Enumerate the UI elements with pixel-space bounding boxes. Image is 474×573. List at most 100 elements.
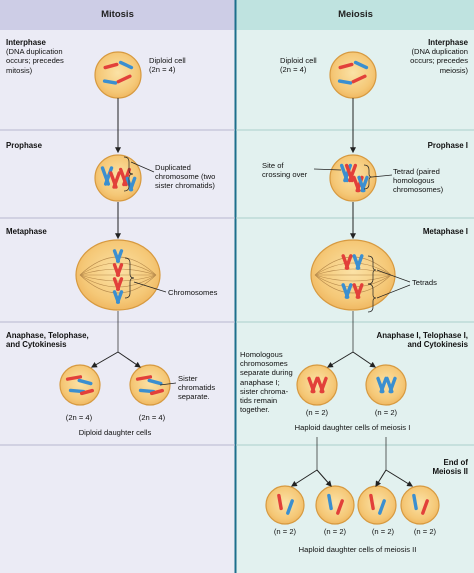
bracket-icon [123, 156, 134, 192]
chromosome-icon [77, 378, 93, 386]
chromosome-icon [379, 376, 388, 394]
cell-icon [59, 364, 101, 406]
chromosome-icon [103, 62, 119, 70]
chromosomes-label: Chromosomes [168, 288, 217, 297]
meiosis-ii-ploidy-1: (n = 2) [273, 527, 297, 536]
chromosome-icon [353, 60, 369, 70]
chromosome-icon [421, 499, 429, 515]
mitosis-ploidy-left: (2n = 4) [65, 413, 93, 422]
label-line: chromosome (two [155, 172, 216, 182]
label-line: tids remain [240, 396, 278, 406]
cell-icon [129, 364, 171, 406]
meiosis-interphase-label: Interphase (DNA duplication occurs; prec… [360, 38, 468, 75]
label-line: homologous [393, 176, 435, 186]
chromosome-icon [327, 493, 333, 511]
arrow-to-meiosis-i-daughter-1 [326, 351, 354, 368]
chromosome-icon [355, 283, 364, 299]
label-line: Sister [178, 374, 198, 383]
chromosome-icon [112, 171, 121, 189]
bracket-icon [367, 255, 377, 285]
chromosome-icon [336, 499, 344, 515]
label-line: crossing over [262, 170, 308, 180]
arrow-to-meiosis-ii-2 [316, 469, 332, 487]
cell-icon [357, 485, 397, 525]
mitosis-daughter-cell-1 [59, 364, 101, 406]
stage-note: (DNA duplication [6, 47, 63, 57]
chromosome-icon [128, 176, 137, 192]
stage-title: Anaphase, Telophase, [6, 331, 89, 340]
mitosis-header-bar [0, 0, 235, 30]
chromosome-icon [344, 283, 353, 299]
chromosome-icon [355, 254, 364, 270]
meiosis-ii-daughter-cell-2 [315, 485, 355, 525]
chromosome-icon [116, 277, 124, 291]
meiosis-i-ploidy-left: (n = 2) [305, 408, 329, 417]
spindle-fiber-icon [79, 274, 157, 294]
mitosis-prophase-cell [94, 154, 142, 202]
chromosome-icon [103, 166, 114, 186]
chromosome-icon [135, 375, 153, 381]
sister-chromatids-leader [159, 382, 177, 386]
label-line: separate during [240, 368, 293, 378]
chromosome-icon [65, 375, 83, 381]
meiosis-prophase-label: Prophase I [380, 141, 468, 150]
meiosis-anaphase-label: Anaphase I, Telophase I, and Cytokinesis [340, 331, 469, 350]
chromosome-icon [68, 388, 86, 394]
label-line: separate. [178, 392, 210, 402]
cell-label-line: Diploid cell [149, 56, 186, 65]
meiosis-i-daughter-cell-2 [365, 364, 407, 406]
mitosis-anaphase-label: Anaphase, Telophase, and Cytokinesis [6, 331, 89, 349]
stage-title: Interphase [428, 38, 468, 47]
chromosome-icon [388, 376, 397, 394]
chromosome-icon [79, 388, 95, 396]
meiosis-metaphase-label: Metaphase I [380, 227, 468, 236]
tetrads-leader [376, 269, 411, 283]
mitosis-prophase-label: Prophase [6, 141, 42, 150]
label-line: sister chromatids) [155, 181, 215, 191]
meiosis-i-daughter-cell-1 [296, 364, 338, 406]
mitosis-metaphase-cell [75, 239, 161, 311]
stage-title: End of [443, 458, 468, 467]
chromosome-icon [337, 79, 353, 85]
stage-title: and Cytokinesis [407, 340, 468, 350]
spindle-fiber-icon [314, 274, 392, 294]
stage-note: meiosis) [439, 65, 468, 75]
spindle-fiber-icon [314, 262, 392, 276]
chromosome-icon [378, 499, 386, 515]
chromosome-icon [351, 74, 367, 84]
label-line: Homologous [240, 350, 283, 359]
diploid-daughter-caption: Diploid daughter cells [78, 428, 152, 437]
chromosome-icon [319, 376, 328, 394]
cell-icon [365, 364, 407, 406]
meiosis-ii-ploidy-4: (n = 2) [413, 527, 437, 536]
stage-title: Interphase [6, 38, 46, 47]
bracket-icon [124, 257, 135, 299]
mitosis-daughter-cell-2 [129, 364, 171, 406]
spindle-fiber-icon [314, 274, 392, 288]
stage-title: Metaphase [6, 227, 47, 236]
arrow-to-meiosis-ii-1 [290, 469, 318, 487]
stage-title: Metaphase I [422, 227, 468, 236]
label-line: Duplicated [155, 163, 191, 172]
cell-icon [315, 485, 355, 525]
chromosome-icon [116, 249, 124, 263]
spindle-fiber-icon [79, 268, 157, 276]
sister-chromatids-label: Sister chromatids separate. [178, 374, 215, 402]
chromosome-icon [147, 378, 163, 386]
cell-label-line: Diploid cell [280, 56, 317, 65]
chromosome-icon [344, 254, 353, 270]
duplicated-chromosome-leader [130, 161, 155, 173]
arrow-to-meiosis-ii-3 [375, 469, 387, 488]
chromosome-icon [338, 62, 354, 70]
bracket-icon [367, 283, 377, 313]
stage-note: mitosis) [6, 65, 33, 75]
meiosis-header-bar [235, 0, 474, 30]
mitosis-interphase-label: Interphase (DNA duplication occurs; prec… [6, 38, 64, 75]
meiosis-ii-daughter-cell-1 [265, 485, 305, 525]
stage-title: Anaphase I, Telophase I, [376, 331, 469, 340]
meiosis-header: Meiosis [338, 9, 373, 20]
mitosis-interphase-cell [94, 51, 142, 99]
label-line: sister chroma- [240, 386, 289, 396]
